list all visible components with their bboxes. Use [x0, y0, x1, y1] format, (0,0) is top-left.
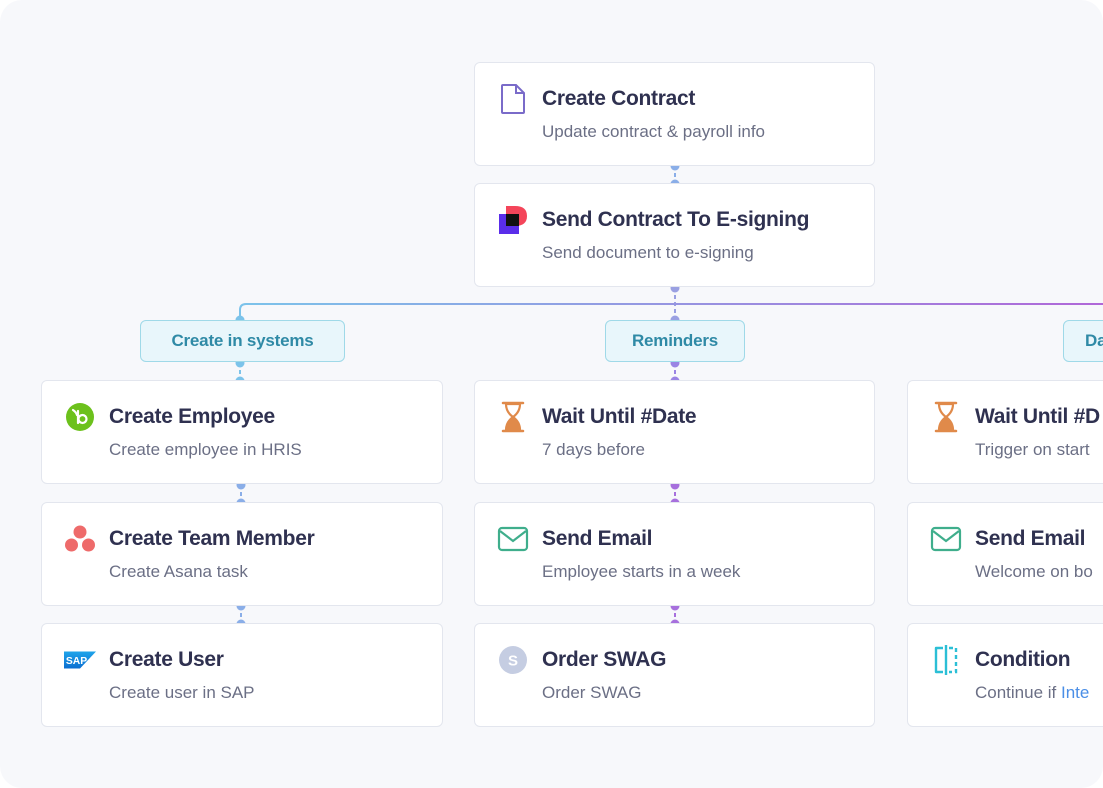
asana-logo-icon [64, 523, 96, 555]
branch-third[interactable]: Da [1063, 320, 1103, 362]
card-subtitle: Employee starts in a week [542, 562, 741, 581]
card-title: Wait Until #Date [542, 405, 697, 428]
card-title: Create Team Member [109, 527, 315, 550]
card-title: Create User [109, 648, 224, 671]
condition-link[interactable]: Inte [1061, 683, 1090, 702]
card-subtitle: Order SWAG [542, 683, 642, 702]
order-swag-card[interactable]: S Order SWAG Order SWAG [474, 623, 875, 727]
card-subtitle: Create Asana task [109, 562, 248, 581]
document-icon [497, 83, 529, 115]
send-email-card-2[interactable]: Send Email Welcome on bo [907, 502, 1103, 606]
condition-card[interactable]: Condition Continue if Inte [907, 623, 1103, 727]
create-contract-card[interactable]: Create Contract Update contract & payrol… [474, 62, 875, 166]
mail-icon [497, 523, 529, 555]
card-title: Wait Until #D [975, 405, 1100, 428]
wait-until-date-card-2[interactable]: Wait Until #D Trigger on start [907, 380, 1103, 484]
card-subtitle: Trigger on start [975, 440, 1090, 459]
card-subtitle: Create employee in HRIS [109, 440, 302, 459]
create-user-card[interactable]: SAP Create User Create user in SAP [41, 623, 443, 727]
condition-text: Continue if [975, 683, 1061, 702]
sap-logo-icon: SAP [64, 644, 96, 676]
card-title: Send Contract To E-signing [542, 208, 810, 231]
esign-logo-icon [497, 204, 529, 236]
condition-icon [930, 644, 962, 676]
mail-icon [930, 523, 962, 555]
card-title: Send Email [542, 527, 653, 550]
card-title: Condition [975, 648, 1071, 671]
card-subtitle: Update contract & payroll info [542, 122, 766, 141]
hris-logo-icon [64, 401, 96, 433]
swag-icon-letter: S [508, 653, 518, 670]
send-contract-card[interactable]: Send Contract To E-signing Send document… [474, 183, 875, 287]
create-employee-card[interactable]: Create Employee Create employee in HRIS [41, 380, 443, 484]
branch-reminders[interactable]: Reminders [605, 320, 745, 362]
wait-until-date-card[interactable]: Wait Until #Date 7 days before [474, 380, 875, 484]
create-team-member-card[interactable]: Create Team Member Create Asana task [41, 502, 443, 606]
hourglass-icon [930, 401, 962, 433]
card-title: Order SWAG [542, 648, 667, 671]
hourglass-icon [497, 401, 529, 433]
card-subtitle: 7 days before [542, 440, 646, 459]
card-subtitle: Welcome on bo [975, 562, 1093, 581]
card-title: Create Contract [542, 87, 696, 110]
branch-create-in-systems[interactable]: Create in systems [140, 320, 345, 362]
send-email-card[interactable]: Send Email Employee starts in a week [474, 502, 875, 606]
card-title: Send Email [975, 527, 1086, 550]
card-title: Create Employee [109, 405, 275, 428]
swag-icon: S [497, 644, 529, 676]
card-subtitle: Continue if Inte [975, 683, 1089, 703]
card-subtitle: Send document to e-signing [542, 243, 754, 262]
sap-logo-text: SAP [66, 656, 87, 667]
card-subtitle: Create user in SAP [109, 683, 255, 702]
